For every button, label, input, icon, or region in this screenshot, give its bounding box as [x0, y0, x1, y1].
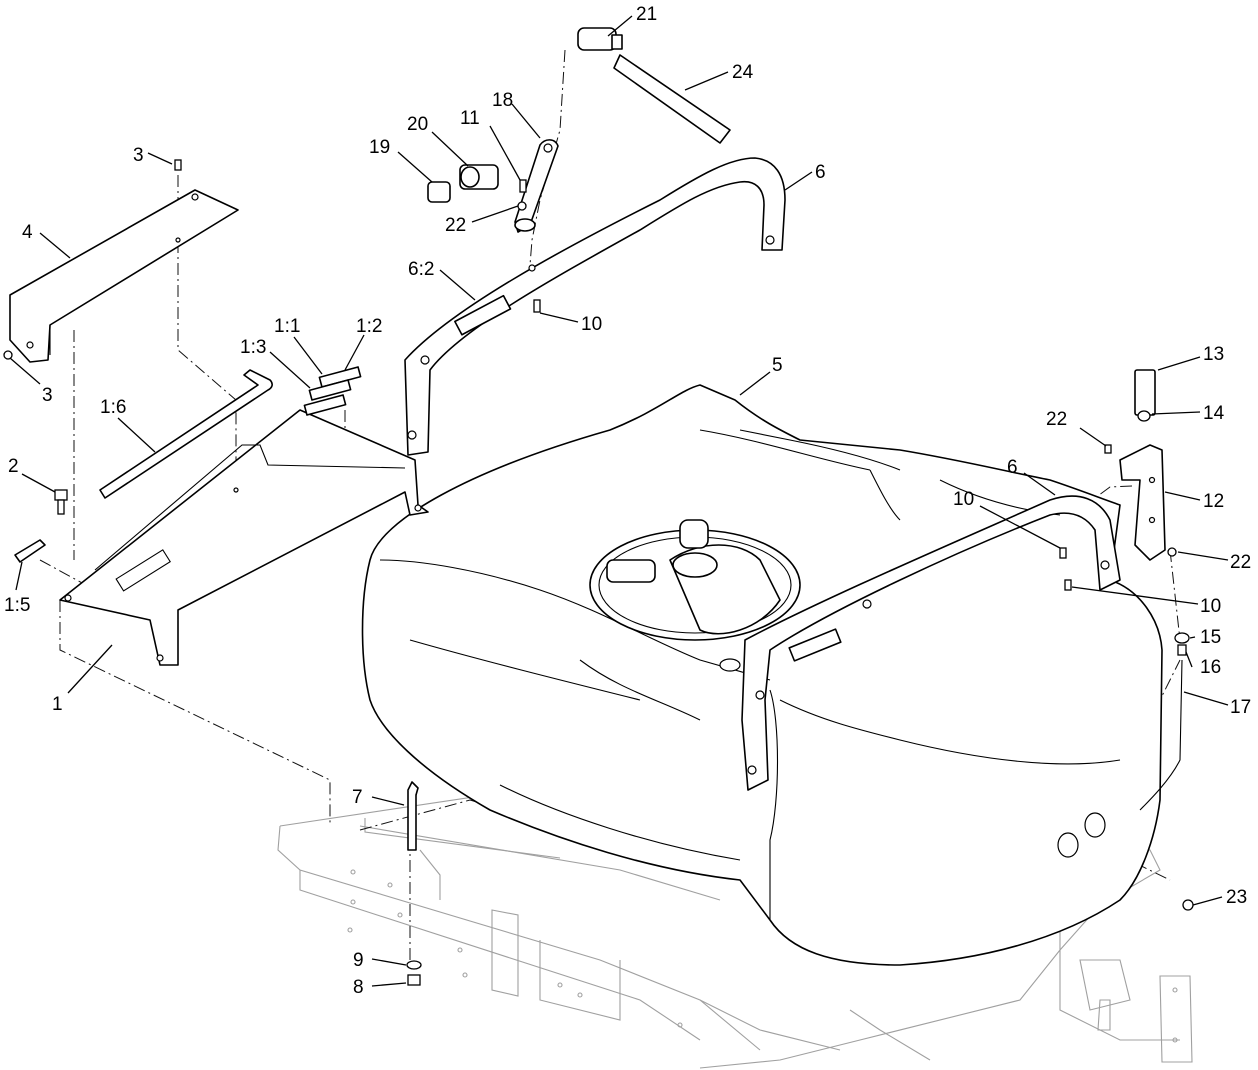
strap-front — [741, 495, 1121, 791]
callout-10-mid: 10 — [953, 489, 974, 510]
callout-22-right: 22 — [1230, 552, 1251, 573]
callout-10-top: 10 — [581, 314, 602, 335]
screw-10-b — [1064, 579, 1072, 591]
callout-22-top: 22 — [445, 215, 466, 236]
callout-8: 8 — [353, 977, 364, 998]
callout-1: 1 — [52, 694, 63, 715]
callout-15: 15 — [1200, 627, 1221, 648]
cover-bracket — [9, 189, 239, 363]
callout-9: 9 — [353, 950, 364, 971]
callout-12: 12 — [1203, 491, 1224, 512]
screw-10-a — [1059, 547, 1067, 559]
callout-14: 14 — [1203, 403, 1225, 424]
callout-20: 20 — [407, 114, 428, 135]
callout-11: 11 — [460, 108, 480, 129]
callout-3-side: 3 — [42, 385, 53, 406]
screw-3-side — [3, 350, 13, 360]
callout-21: 21 — [636, 4, 657, 25]
hose-piece — [14, 539, 46, 563]
callout-1-1: 1:1 — [274, 316, 300, 337]
fittings — [427, 27, 731, 203]
drain-parts — [1139, 632, 1190, 811]
callout-23: 23 — [1226, 887, 1247, 908]
callout-16: 16 — [1200, 657, 1221, 678]
callout-3-top: 3 — [133, 145, 144, 166]
callout-6-front: 6 — [1007, 457, 1018, 478]
vehicle-frame — [277, 789, 1193, 1069]
callouts: 21 24 18 20 11 19 6 22 3 4 6:2 10 1:1 1:… — [4, 4, 1251, 998]
mount-plate — [59, 409, 429, 666]
callout-1-5: 1:5 — [4, 595, 30, 616]
callout-1-6: 1:6 — [100, 397, 126, 418]
bolt-2 — [54, 489, 68, 515]
nut-23 — [1182, 899, 1194, 911]
callout-24: 24 — [732, 62, 754, 83]
callout-19: 19 — [369, 137, 390, 158]
callout-7: 7 — [352, 787, 363, 808]
callout-18: 18 — [492, 90, 513, 111]
callout-1-3: 1:3 — [240, 337, 266, 358]
callout-22-mid: 22 — [1046, 409, 1067, 430]
callout-6-rear: 6 — [815, 162, 826, 183]
wand — [99, 369, 273, 499]
leader-lines — [9, 15, 1229, 987]
side-bracket — [1104, 369, 1177, 561]
callout-1-2: 1:2 — [356, 316, 382, 337]
rod-hardware — [406, 781, 422, 986]
strap-rear — [404, 157, 786, 456]
callout-4: 4 — [22, 222, 33, 243]
callout-10-low: 10 — [1200, 596, 1221, 617]
callout-2: 2 — [8, 456, 19, 477]
callout-6-2: 6:2 — [408, 259, 434, 280]
callout-5: 5 — [772, 355, 783, 376]
callout-13: 13 — [1203, 344, 1224, 365]
decals — [303, 366, 362, 416]
screw-3-top — [174, 159, 182, 171]
callout-17: 17 — [1230, 697, 1251, 718]
